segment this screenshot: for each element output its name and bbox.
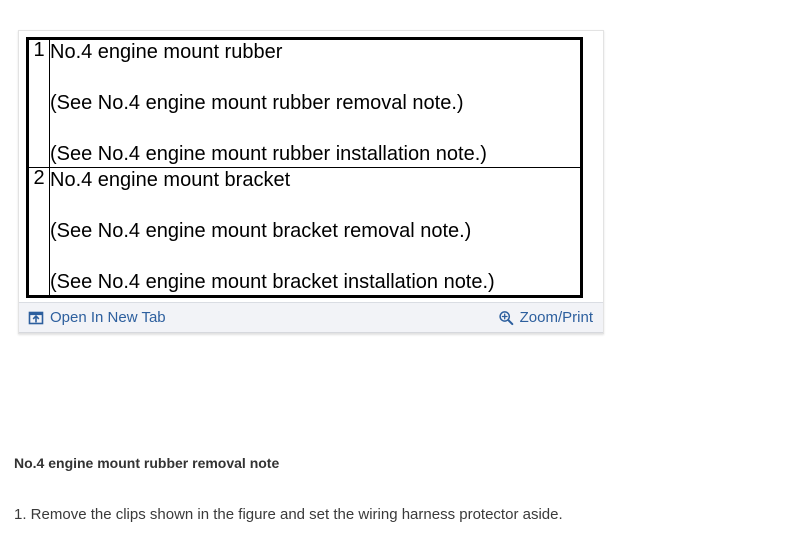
- note-step-1: 1. Remove the clips shown in the figure …: [14, 506, 563, 523]
- part-index-cell: 1: [27, 38, 50, 168]
- figure-viewer-panel: 1 No.4 engine mount rubber (See No.4 eng…: [18, 30, 604, 334]
- open-in-new-tab-label: Open In New Tab: [50, 309, 166, 326]
- part-removal-note-line: (See No.4 engine mount rubber removal no…: [50, 92, 464, 114]
- table-row: 1 No.4 engine mount rubber (See No.4 eng…: [27, 38, 582, 168]
- table-row: 2 No.4 engine mount bracket (See No.4 en…: [27, 167, 582, 297]
- figure-image-area: 1 No.4 engine mount rubber (See No.4 eng…: [19, 31, 603, 302]
- note-heading: No.4 engine mount rubber removal note: [14, 455, 280, 471]
- part-removal-note-line: (See No.4 engine mount bracket removal n…: [50, 220, 472, 242]
- zoom-print-label: Zoom/Print: [519, 309, 593, 326]
- open-in-new-tab-icon: [28, 310, 44, 326]
- part-installation-note-line: (See No.4 engine mount rubber installati…: [50, 143, 487, 165]
- part-installation-note-line: (See No.4 engine mount bracket installat…: [50, 271, 495, 293]
- parts-legend-table: 1 No.4 engine mount rubber (See No.4 eng…: [26, 37, 583, 298]
- part-name-line: No.4 engine mount bracket: [50, 169, 291, 191]
- open-in-new-tab-button[interactable]: Open In New Tab: [28, 310, 166, 326]
- figure-toolbar: Open In New Tab Zoom/Print: [19, 302, 603, 333]
- magnifier-plus-icon: [498, 310, 514, 326]
- part-description-cell: No.4 engine mount rubber (See No.4 engin…: [49, 38, 582, 168]
- part-index-cell: 2: [27, 167, 50, 297]
- zoom-print-button[interactable]: Zoom/Print: [498, 310, 593, 326]
- part-name-line: No.4 engine mount rubber: [50, 41, 283, 63]
- part-description-cell: No.4 engine mount bracket (See No.4 engi…: [49, 167, 582, 297]
- parts-legend-body: 1 No.4 engine mount rubber (See No.4 eng…: [27, 38, 582, 297]
